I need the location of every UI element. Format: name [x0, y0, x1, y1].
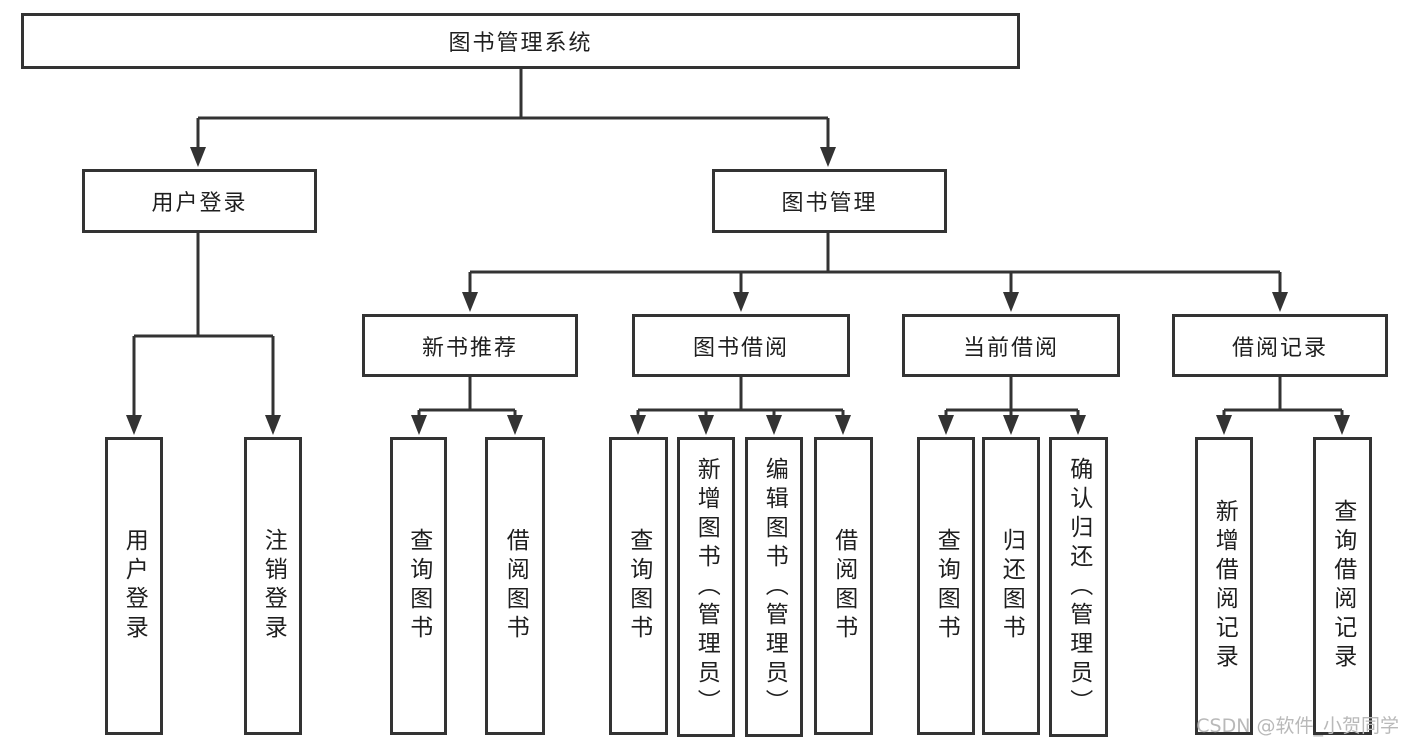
node-leaf-cb-return-books: 归还图书: [982, 437, 1040, 735]
node-leaf-bb-query-books: 查询图书: [609, 437, 668, 735]
arrowhead: [126, 415, 142, 435]
node-label: 图书借阅: [692, 335, 789, 361]
connectors-book-management: [462, 233, 1288, 312]
node-label: 注销登录: [260, 528, 287, 644]
node-label: 查询借阅记录: [1329, 499, 1356, 673]
arrowhead: [766, 415, 782, 435]
node-leaf-bb-borrow-books: 借阅图书: [814, 437, 873, 735]
arrowhead: [835, 415, 851, 435]
node-leaf-nbr-query-books: 查询图书: [390, 437, 447, 735]
arrowhead: [1070, 415, 1086, 435]
arrowhead: [462, 292, 478, 312]
connectors-current-borrowing: [938, 377, 1086, 435]
arrowhead: [411, 415, 427, 435]
node-leaf-br-query-record: 查询借阅记录: [1313, 437, 1372, 735]
node-label: 查询图书: [625, 528, 652, 644]
node-leaf-cb-confirm-return-admin: 确认归还（管理员）: [1049, 437, 1108, 737]
connectors-root: [190, 69, 836, 167]
node-new-book-recommendation: 新书推荐: [362, 314, 578, 377]
watermark: CSDN @软件_小贺同学: [1196, 715, 1399, 737]
node-label: 确认归还（管理员）: [1065, 456, 1092, 718]
arrowhead: [1272, 292, 1288, 312]
arrowhead: [1216, 415, 1232, 435]
node-label: 查询图书: [405, 528, 432, 644]
connectors-user-login: [126, 233, 281, 435]
connectors-new-book-recommendation: [411, 377, 523, 435]
node-label: 归还图书: [998, 528, 1025, 644]
connectors-borrowing-records: [1216, 377, 1350, 435]
node-leaf-bb-edit-books-admin: 编辑图书（管理员）: [745, 437, 803, 737]
node-book-borrowing: 图书借阅: [632, 314, 850, 377]
node-label: 借阅图书: [502, 528, 529, 644]
node-leaf-br-add-record: 新增借阅记录: [1195, 437, 1253, 735]
node-leaf-bb-add-books-admin: 新增图书（管理员）: [677, 437, 735, 737]
arrowhead: [938, 415, 954, 435]
arrowhead: [1003, 292, 1019, 312]
node-leaf-cb-query-books: 查询图书: [917, 437, 975, 735]
node-root: 图书管理系统: [21, 13, 1020, 69]
node-label: 图书管理系统: [448, 31, 593, 56]
node-label: 用户登录: [121, 528, 148, 644]
arrowhead: [507, 415, 523, 435]
arrowhead: [698, 415, 714, 435]
arrowhead: [190, 147, 206, 167]
node-leaf-user-login: 用户登录: [105, 437, 163, 735]
arrowhead: [265, 415, 281, 435]
node-label: 当前借阅: [962, 335, 1059, 361]
node-leaf-logout: 注销登录: [244, 437, 302, 735]
arrowhead: [630, 415, 646, 435]
connectors-book-borrowing: [630, 377, 851, 435]
node-label: 新增借阅记录: [1211, 499, 1238, 673]
node-label: 借阅记录: [1231, 335, 1328, 361]
arrowhead: [1003, 415, 1019, 435]
node-label: 借阅图书: [830, 528, 857, 644]
node-current-borrowing: 当前借阅: [902, 314, 1120, 377]
node-user-login: 用户登录: [82, 169, 317, 233]
node-label: 编辑图书（管理员）: [761, 456, 788, 718]
node-book-management: 图书管理: [712, 169, 947, 233]
node-leaf-nbr-borrow-books: 借阅图书: [485, 437, 545, 735]
arrowhead: [1334, 415, 1350, 435]
node-label: 用户登录: [151, 191, 248, 216]
node-label: 查询图书: [933, 528, 960, 644]
node-borrowing-records: 借阅记录: [1172, 314, 1388, 377]
node-label: 新书推荐: [421, 335, 518, 361]
arrowhead: [820, 147, 836, 167]
arrowhead: [733, 292, 749, 312]
node-label: 新增图书（管理员）: [693, 456, 720, 718]
node-label: 图书管理: [781, 191, 878, 216]
